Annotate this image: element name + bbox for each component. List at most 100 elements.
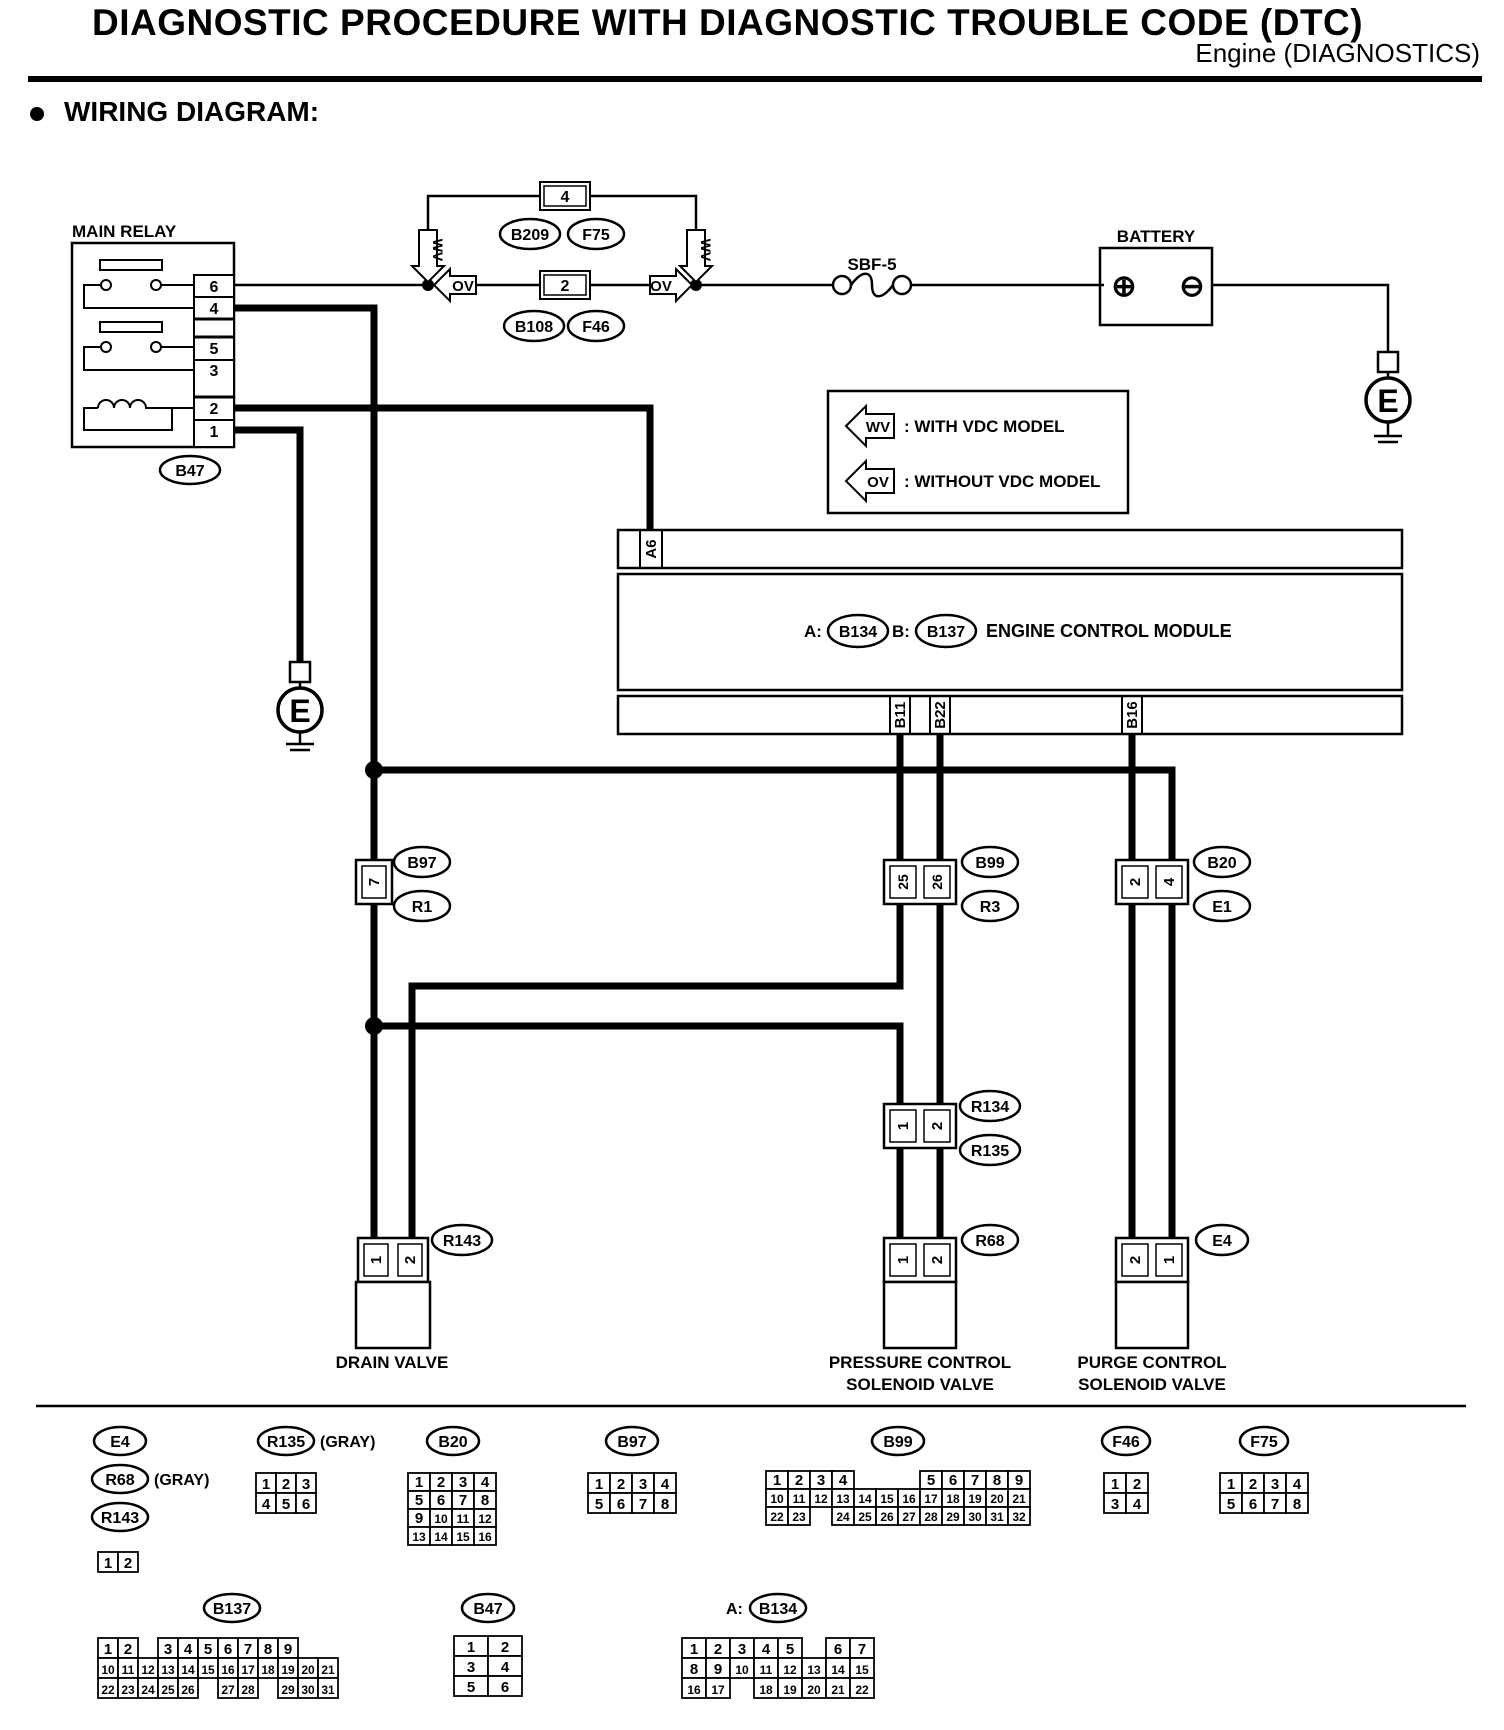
pin-number: 26: [181, 1683, 195, 1697]
pin-cell: [1125, 1492, 1149, 1514]
pin-number: 5: [204, 1641, 212, 1658]
pin-number: 6: [224, 1641, 232, 1658]
connector-label: B108: [515, 319, 553, 336]
pin-number: 8: [993, 1472, 1001, 1489]
pin-number: 4: [1293, 1476, 1302, 1493]
ground-battery: E: [1364, 350, 1412, 444]
pin-number: 5: [415, 1492, 423, 1509]
connector-label: B97: [407, 855, 436, 872]
pin-number: 3: [817, 1472, 825, 1489]
ecm-pin-b11: B11: [892, 702, 909, 729]
pin-number: 14: [831, 1663, 845, 1677]
face-prefix: A:: [726, 1601, 743, 1618]
wv-tag-text: WV: [698, 239, 714, 262]
junction-dot: [365, 761, 383, 779]
pin-number: 6: [501, 1679, 509, 1696]
pin-number: 4: [762, 1641, 771, 1658]
pin-number: 27: [221, 1683, 235, 1697]
section-title: WIRING DIAGRAM:: [30, 96, 319, 128]
relay-pin-label: 3: [210, 363, 219, 380]
wv-tag-icon: WV: [409, 229, 447, 284]
pin-number: 1: [262, 1476, 270, 1493]
pin-number: 18: [261, 1663, 275, 1677]
pin-number: 3: [639, 1476, 647, 1493]
pin-number: 3: [738, 1641, 746, 1658]
pin-number: 10: [101, 1663, 115, 1677]
face-label: B99: [883, 1434, 912, 1451]
pin-number: 7: [858, 1641, 866, 1658]
engine-control-module: A6 A: B134 B: B137 ENGINE CONTROL MODULE…: [616, 528, 1404, 736]
header-rule: [28, 76, 1482, 82]
face-label: B47: [473, 1601, 502, 1618]
pin-number: 1: [690, 1641, 698, 1658]
pin-number: 4: [262, 1496, 271, 1513]
pin-number: 3: [1271, 1476, 1279, 1493]
pin-number: 2: [714, 1641, 722, 1658]
main-relay: MAIN RELAY 6 4 5 3 2 1: [70, 222, 236, 486]
pin-number: 28: [241, 1683, 255, 1697]
pin-number: 18: [946, 1492, 960, 1506]
pin-number: 19: [783, 1683, 797, 1697]
pin-cell: [473, 1526, 497, 1546]
wires: [230, 194, 1390, 1242]
legend-wv-text: : WITH VDC MODEL: [904, 417, 1065, 436]
pin-number: 7: [639, 1496, 647, 1513]
pin-number: 10: [735, 1663, 749, 1677]
pin-cell: [705, 1677, 731, 1699]
pin-number: 23: [121, 1683, 135, 1697]
connector-label: B137: [927, 624, 965, 641]
purge-body: [1114, 1280, 1190, 1350]
drain-valve-body: [354, 1280, 432, 1350]
legend-wv-tag: WV: [866, 419, 890, 436]
pin-cell: [487, 1675, 523, 1697]
pin-number: 13: [836, 1492, 850, 1506]
pin-number: 9: [415, 1510, 423, 1527]
pin-number: 1: [415, 1474, 423, 1491]
pin-label: 2: [1127, 1256, 1144, 1264]
relay-pin-label: 5: [210, 341, 219, 358]
pin-number: 9: [714, 1661, 722, 1678]
pin-number: 4: [1133, 1496, 1142, 1513]
fuse-icon: [849, 272, 895, 298]
wire-b99-r143: [408, 900, 904, 1242]
pin-number: 30: [301, 1683, 315, 1697]
pin-number: 26: [880, 1510, 894, 1524]
page-subtitle: Engine (DIAGNOSTICS): [1195, 38, 1480, 68]
face-label: E4: [110, 1434, 130, 1451]
pin-number: 1: [595, 1476, 603, 1493]
ground-label: E: [1377, 383, 1398, 419]
pin-number: 15: [201, 1663, 215, 1677]
pin-number: 20: [990, 1492, 1004, 1506]
pin-number: 5: [1227, 1496, 1235, 1513]
relay-pin-label: 2: [210, 401, 219, 418]
connector-b97-r1: 7 B97 R1: [354, 845, 452, 923]
purge-control-solenoid-valve: 2 1 E4 PURGE CONTROL SOLENOID VALVE: [1077, 1223, 1250, 1394]
pin-number: 1: [1227, 1476, 1235, 1493]
pin-number: 10: [434, 1512, 448, 1526]
ov-tag-text: OV: [650, 278, 672, 295]
relay-pin-label: 4: [210, 301, 219, 318]
pin-number: 4: [481, 1474, 490, 1491]
wire-relay4-trunk: [230, 304, 378, 1242]
pin-number: 29: [281, 1683, 295, 1697]
pin-number: 9: [1015, 1472, 1023, 1489]
ecm-pin-b22: B22: [932, 701, 949, 729]
relay-switch-icon: [83, 321, 194, 371]
junction-dot: [365, 1017, 383, 1035]
pin-number: 2: [1133, 1476, 1141, 1493]
pin-number: 23: [792, 1510, 806, 1524]
pin-number: 11: [760, 1663, 773, 1677]
connector-b99-r3: 25 26 B99 R3: [882, 845, 1020, 923]
face-note: (GRAY): [154, 1472, 209, 1489]
wire-relay1-ground: [230, 426, 304, 662]
pin-number: 13: [161, 1663, 175, 1677]
pin-label: 1: [895, 1122, 912, 1130]
pin-number: 7: [459, 1492, 467, 1509]
pin-number: 5: [595, 1496, 603, 1513]
battery-label: BATTERY: [1117, 227, 1196, 246]
